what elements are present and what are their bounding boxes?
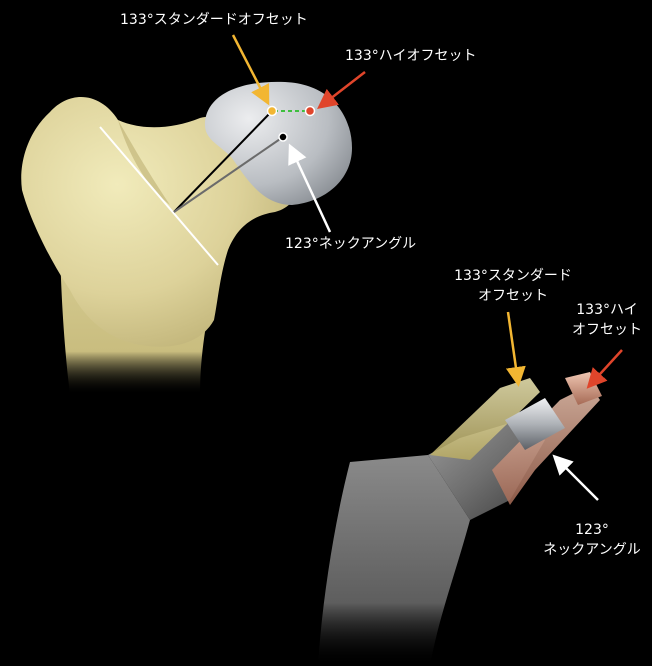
femur-standard-offset-label: 133°スタンダードオフセット xyxy=(120,10,308,30)
implant-neck-angle-label: 123° ネックアングル xyxy=(536,520,648,560)
femur-high-offset-label: 133°ハイオフセット xyxy=(345,46,476,66)
implant-standard-offset-label-line1: 133°スタンダード xyxy=(438,266,588,286)
hip-stem-implant xyxy=(318,372,602,666)
femur-neck-angle-label: 123°ネックアングル xyxy=(285,234,416,254)
implant-neck-angle-arrow xyxy=(556,458,598,500)
implant-high-offset-label-line1: 133°ハイ xyxy=(562,300,652,320)
implant-high-offset-label: 133°ハイ オフセット xyxy=(562,300,652,340)
high-offset-point xyxy=(306,107,315,116)
implant-high-offset-arrow xyxy=(590,350,622,385)
neck-angle-point xyxy=(279,133,287,141)
femur-high-offset-arrow xyxy=(321,72,365,106)
implant-high-offset-label-line2: オフセット xyxy=(562,320,652,340)
implant-neck-angle-label-line2: ネックアングル xyxy=(536,540,648,560)
implant-standard-offset-arrow xyxy=(508,312,518,382)
implant-neck-angle-label-line1: 123° xyxy=(536,520,648,540)
standard-offset-point xyxy=(268,107,277,116)
implant-stem-body xyxy=(318,455,470,666)
